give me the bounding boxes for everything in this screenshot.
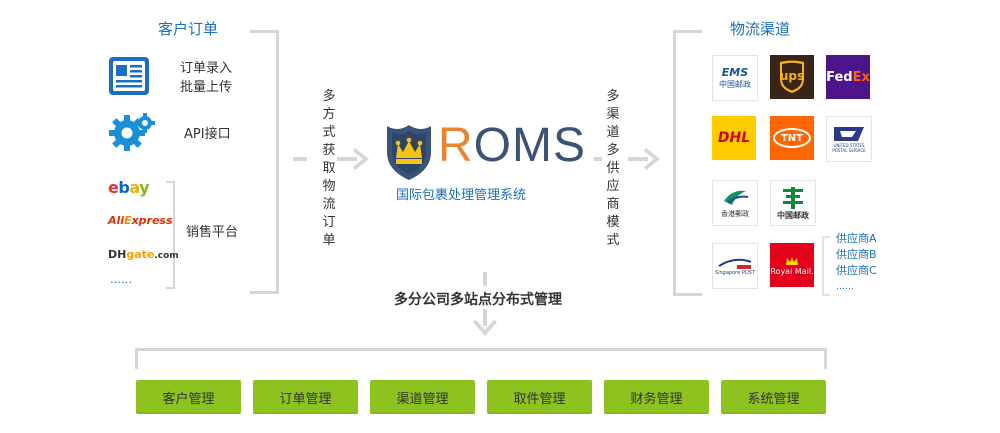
platform-bracket xyxy=(166,181,175,289)
hongkong-post-logo: 香港郵政 xyxy=(712,180,758,226)
singpost-logo: Singapore POST xyxy=(712,243,758,289)
api-label: API接口 xyxy=(184,127,231,142)
ems-logo-subtext: 中国邮政 xyxy=(719,80,751,89)
ems-logo-text: EMS xyxy=(721,66,749,79)
ems-logo: EMS 中国邮政 xyxy=(712,55,758,101)
module-order-management[interactable]: 订单管理 xyxy=(253,380,358,414)
module-customer-management[interactable]: 客户管理 xyxy=(136,380,241,414)
aliexpress-logo: AliExpress xyxy=(108,214,173,227)
usps-logo: UNITED STATES POSTAL SERVICE xyxy=(826,116,872,162)
module-pickup-management[interactable]: 取件管理 xyxy=(487,380,592,414)
singpost-text: Singapore POST xyxy=(714,270,756,276)
platforms-ellipsis: …… xyxy=(110,273,132,286)
right-arrow xyxy=(594,145,666,177)
china-post-icon xyxy=(783,186,803,209)
left-arrow-label: 多方式获取物流订单 xyxy=(322,89,336,248)
ups-logo: ups xyxy=(770,55,814,99)
hk-post-icon xyxy=(724,190,749,205)
tnt-ring: TNT xyxy=(773,128,811,148)
fedex-logo-ex: Ex xyxy=(852,69,870,85)
roms-brand: ROMS xyxy=(438,119,587,172)
document-icon xyxy=(108,56,150,100)
dhl-logo-text: DHL xyxy=(717,130,751,146)
left-bracket xyxy=(250,30,279,294)
dhgate-logo: DHgate.com xyxy=(108,248,179,261)
royal-mail-logo: Royal Mail. xyxy=(770,243,814,287)
module-channel-management[interactable]: 渠道管理 xyxy=(370,380,475,414)
sales-platforms-label: 销售平台 xyxy=(186,225,239,240)
supplier-c: 供应商C xyxy=(836,264,877,277)
module-system-management[interactable]: 系统管理 xyxy=(721,380,826,414)
customer-orders-title: 客户订单 xyxy=(158,20,219,38)
gear-icon xyxy=(107,111,155,157)
down-arrow xyxy=(470,272,500,346)
supplier-b: 供应商B xyxy=(836,248,877,261)
roms-shield-icon xyxy=(384,122,434,186)
singpost-swoosh-icon xyxy=(718,258,752,269)
batch-upload-label: 批量上传 xyxy=(180,80,233,95)
hongkong-post-text: 香港郵政 xyxy=(721,210,749,218)
tnt-logo: TNT xyxy=(770,116,814,160)
usps-eagle-icon xyxy=(834,127,864,141)
ups-logo-text: ups xyxy=(779,69,805,83)
bottom-bracket xyxy=(135,348,827,369)
ebay-logo: ebay xyxy=(108,178,150,197)
logistics-channels-title: 物流渠道 xyxy=(730,20,791,38)
roms-subtitle: 国际包裹处理管理系统 xyxy=(396,188,527,203)
right-arrow-label: 多渠道多供应商模式 xyxy=(606,89,620,248)
suppliers-ellipsis: …… xyxy=(836,282,854,292)
fedex-logo-fed: Fed xyxy=(826,69,853,85)
distributed-management-label: 多分公司多站点分布式管理 xyxy=(390,289,566,309)
dhl-logo: DHL xyxy=(712,116,756,160)
usps-logo-text: UNITED STATES POSTAL SERVICE xyxy=(832,143,866,153)
royal-mail-text: Royal Mail. xyxy=(770,266,814,276)
right-bracket xyxy=(673,30,702,296)
crown-icon xyxy=(786,256,798,265)
tnt-logo-text: TNT xyxy=(780,132,803,144)
module-finance-management[interactable]: 财务管理 xyxy=(604,380,709,414)
supplier-a: 供应商A xyxy=(836,232,877,245)
china-post-logo: 中国邮政 xyxy=(770,180,816,226)
order-entry-label: 订单录入 xyxy=(180,61,233,76)
china-post-text: 中国邮政 xyxy=(777,210,809,220)
left-arrow xyxy=(293,145,375,177)
supplier-bracket xyxy=(822,236,830,296)
